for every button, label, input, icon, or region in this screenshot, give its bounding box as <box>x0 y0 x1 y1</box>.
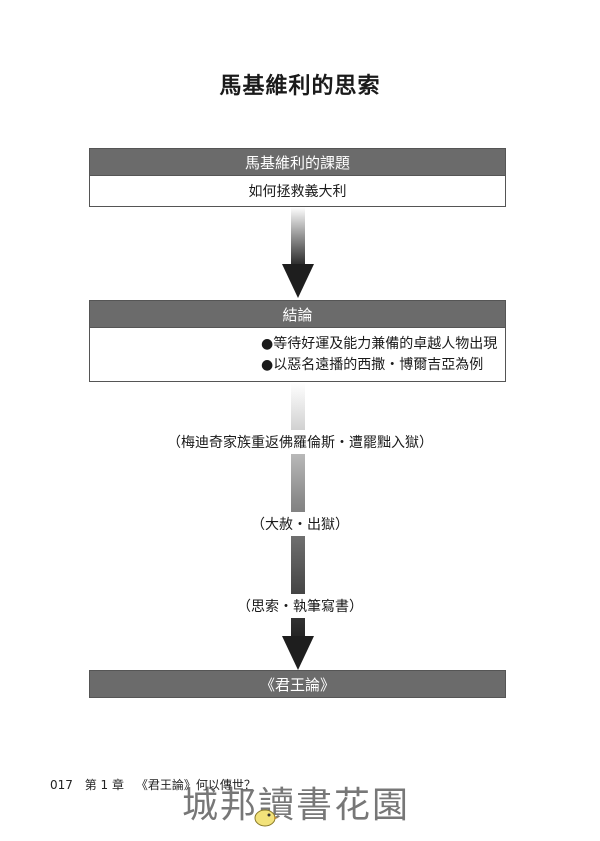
step-label-2: （大赦・出獄） <box>0 512 600 536</box>
watermark: 城邦讀書花園 <box>182 785 411 826</box>
result-box: 《君王論》 <box>89 670 506 698</box>
conclusion-header: 結論 <box>89 300 506 328</box>
chapter-label: 第 1 章 <box>84 778 124 792</box>
step-label-1: （梅迪奇家族重返佛羅倫斯・遭罷黜入獄） <box>0 430 600 454</box>
conclusion-point-2: ●以惡名遠播的西撒・博爾吉亞為例 <box>261 356 484 373</box>
page-footer: 017 第 1 章 《君王論》何以傳世？ <box>50 776 264 793</box>
page-title: 馬基維利的思索 <box>219 74 381 99</box>
step-text-2: （大赦・出獄） <box>243 512 357 536</box>
step-text-1: （梅迪奇家族重返佛羅倫斯・遭罷黜入獄） <box>159 430 441 454</box>
arrow-shaft-1 <box>291 207 305 265</box>
step-text-3: （思索・執筆寫書） <box>229 594 371 618</box>
chapter-title: 《君王論》何以傳世？ <box>135 778 256 792</box>
step-label-3: （思索・執筆寫書） <box>0 594 600 618</box>
arrow-down-icon <box>282 636 314 670</box>
page-number: 017 <box>50 778 73 792</box>
issue-header: 馬基維利的課題 <box>89 148 506 176</box>
conclusion-point-1: ●等待好運及能力兼備的卓越人物出現 <box>261 335 498 352</box>
arrow-down-icon <box>282 264 314 298</box>
conclusion-body: ●等待好運及能力兼備的卓越人物出現 ●以惡名遠播的西撒・博爾吉亞為例 <box>89 328 506 382</box>
bird-logo-icon <box>254 809 278 827</box>
issue-body: 如何拯救義大利 <box>89 176 506 207</box>
